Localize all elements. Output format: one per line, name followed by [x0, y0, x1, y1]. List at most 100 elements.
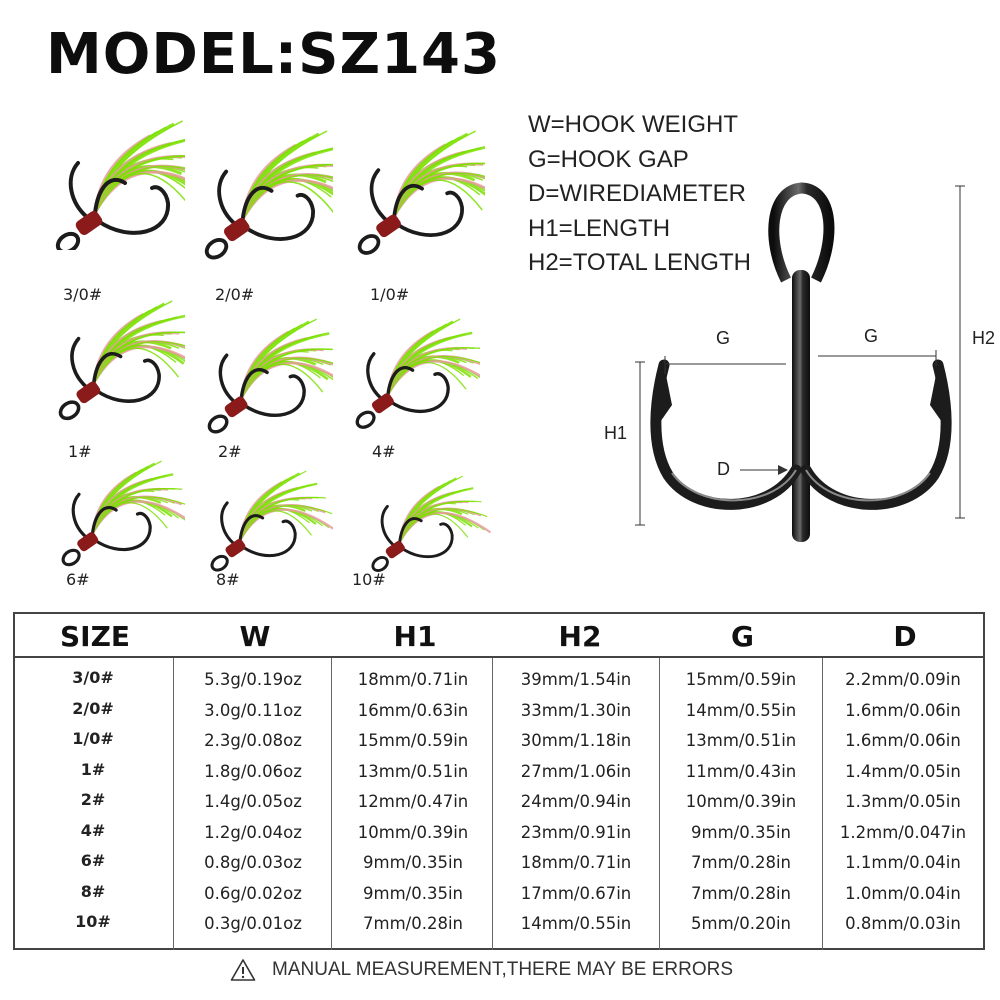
column-header-length: H1 [393, 620, 437, 653]
column-divider [659, 658, 660, 950]
table-cell-gap: 7mm/0.28in [691, 853, 791, 872]
table-cell-length: 13mm/0.51in [357, 761, 469, 781]
table-cell-diameter: 0.8mm/0.03in [845, 914, 961, 933]
table-cell-size: 2/0# [72, 698, 114, 718]
table-cell-length: 15mm/0.59in [357, 731, 469, 750]
table-cell-diameter: 1.4mm/0.05in [845, 761, 961, 781]
hook-image-8 [178, 435, 333, 600]
column-header-weight: W [239, 620, 271, 653]
hook-image-1 [30, 265, 185, 430]
treble-hook-icon [55, 120, 185, 250]
treble-hook-icon [210, 470, 333, 572]
column-header-size: SIZE [59, 620, 130, 653]
table-cell-length: 7mm/0.28in [363, 914, 463, 933]
table-cell-weight: 2.3g/0.08oz [204, 731, 302, 750]
table-cell-weight: 0.6g/0.02oz [204, 883, 302, 903]
column-header-total-length: H2 [558, 620, 602, 653]
hook-size-label: 6# [66, 570, 90, 589]
table-cell-gap: 11mm/0.43in [685, 761, 797, 781]
table-cell-total-length: 17mm/0.67in [520, 883, 632, 903]
table-cell-total-length: 14mm/0.55in [520, 914, 632, 933]
table-cell-weight: 1.2g/0.04oz [204, 822, 302, 842]
legend-gap: G=HOOK GAP [528, 145, 689, 173]
column-header-gap: G [731, 620, 754, 653]
table-cell-total-length: 18mm/0.71in [520, 853, 632, 872]
hook-dimension-diagram: G G H1 H2 D [590, 170, 1000, 550]
table-cell-weight: 1.8g/0.06oz [204, 761, 302, 781]
legend-weight: W=HOOK WEIGHT [528, 111, 738, 138]
table-cell-size: 2# [80, 790, 106, 809]
hook-size-label: 2# [218, 442, 242, 461]
hook-size-label: 3/0# [63, 285, 103, 304]
table-cell-diameter: 1.2mm/0.047in [839, 822, 967, 842]
column-divider [331, 658, 332, 950]
table-cell-length: 10mm/0.39in [357, 822, 469, 842]
warning-icon [230, 959, 256, 981]
hook-size-label: 4# [372, 442, 396, 461]
hook-image-2 [178, 283, 333, 448]
table-cell-weight: 5.3g/0.19oz [204, 670, 302, 689]
table-cell-diameter: 1.1mm/0.04in [845, 853, 961, 872]
table-cell-gap: 10mm/0.39in [685, 792, 797, 811]
table-cell-weight: 1.4g/0.05oz [204, 792, 302, 811]
gap-label-left: G [716, 328, 731, 348]
treble-hook-icon [371, 475, 492, 572]
column-divider [822, 658, 823, 950]
treble-hook-icon [204, 130, 333, 260]
table-cell-gap: 14mm/0.55in [685, 700, 797, 720]
table-cell-gap: 9mm/0.35in [691, 822, 791, 842]
treble-hook-icon [357, 130, 485, 255]
column-divider [492, 658, 493, 950]
hook-image-3-0 [30, 85, 185, 250]
wire-diameter-label: D [717, 459, 730, 479]
table-cell-size: 8# [80, 881, 106, 901]
table-cell-size: 10# [75, 912, 111, 931]
table-cell-diameter: 1.3mm/0.05in [845, 792, 961, 811]
table-cell-diameter: 1.6mm/0.06in [845, 731, 961, 750]
table-body [13, 658, 985, 950]
treble-hook-diagram-icon [635, 182, 965, 542]
hook-image-grid: 3/0# 2/0# 1/0# 1# 2# 4# 6# 8# 10# [20, 85, 500, 595]
hook-size-label: 10# [352, 570, 386, 589]
table-cell-diameter: 2.2mm/0.09in [845, 670, 961, 689]
table-cell-length: 16mm/0.63in [357, 700, 469, 720]
gap-label-right: G [864, 326, 879, 346]
length-label: H1 [604, 423, 628, 443]
disclaimer-text: MANUAL MEASUREMENT,THERE MAY BE ERRORS [272, 959, 734, 980]
total-length-label: H2 [972, 328, 996, 348]
hook-size-label: 8# [216, 570, 240, 589]
treble-hook-icon [61, 460, 185, 567]
table-cell-size: 1/0# [72, 729, 114, 748]
hook-image-10 [338, 440, 493, 605]
table-cell-weight: 3.0g/0.11oz [204, 700, 302, 720]
table-cell-size: 4# [80, 820, 106, 840]
table-cell-diameter: 1.0mm/0.04in [845, 883, 961, 903]
hook-image-2-0 [178, 95, 333, 260]
column-divider [173, 658, 174, 950]
model-title: MODEL:SZ143 [46, 22, 501, 87]
table-cell-gap: 15mm/0.59in [685, 670, 797, 689]
disclaimer: MANUAL MEASUREMENT,THERE MAY BE ERRORS [230, 957, 733, 983]
table-cell-length: 9mm/0.35in [363, 883, 463, 903]
table-cell-weight: 0.8g/0.03oz [204, 853, 302, 872]
hook-size-label: 1/0# [370, 285, 410, 304]
treble-hook-icon [207, 318, 333, 434]
hook-image-6 [30, 425, 185, 590]
hook-image-1-0 [330, 95, 485, 260]
table-cell-length: 9mm/0.35in [363, 853, 463, 872]
dimension-legend: W=HOOK WEIGHT G=HOOK GAP D=WIREDIAMETER … [528, 108, 751, 281]
table-cell-total-length: 24mm/0.94in [520, 792, 632, 811]
table-cell-total-length: 33mm/1.30in [520, 700, 632, 720]
table-cell-length: 18mm/0.71in [357, 670, 469, 689]
table-cell-total-length: 27mm/1.06in [520, 761, 632, 781]
table-cell-total-length: 39mm/1.54in [520, 670, 632, 689]
table-cell-total-length: 30mm/1.18in [520, 731, 632, 750]
table-cell-size: 6# [80, 851, 106, 870]
hook-size-label: 2/0# [215, 285, 255, 304]
treble-hook-icon [355, 318, 480, 429]
treble-hook-icon [58, 300, 185, 421]
table-cell-size: 1# [80, 759, 106, 779]
legend-length: H1=LENGTH [528, 214, 671, 242]
table-cell-gap: 7mm/0.28in [691, 883, 791, 903]
